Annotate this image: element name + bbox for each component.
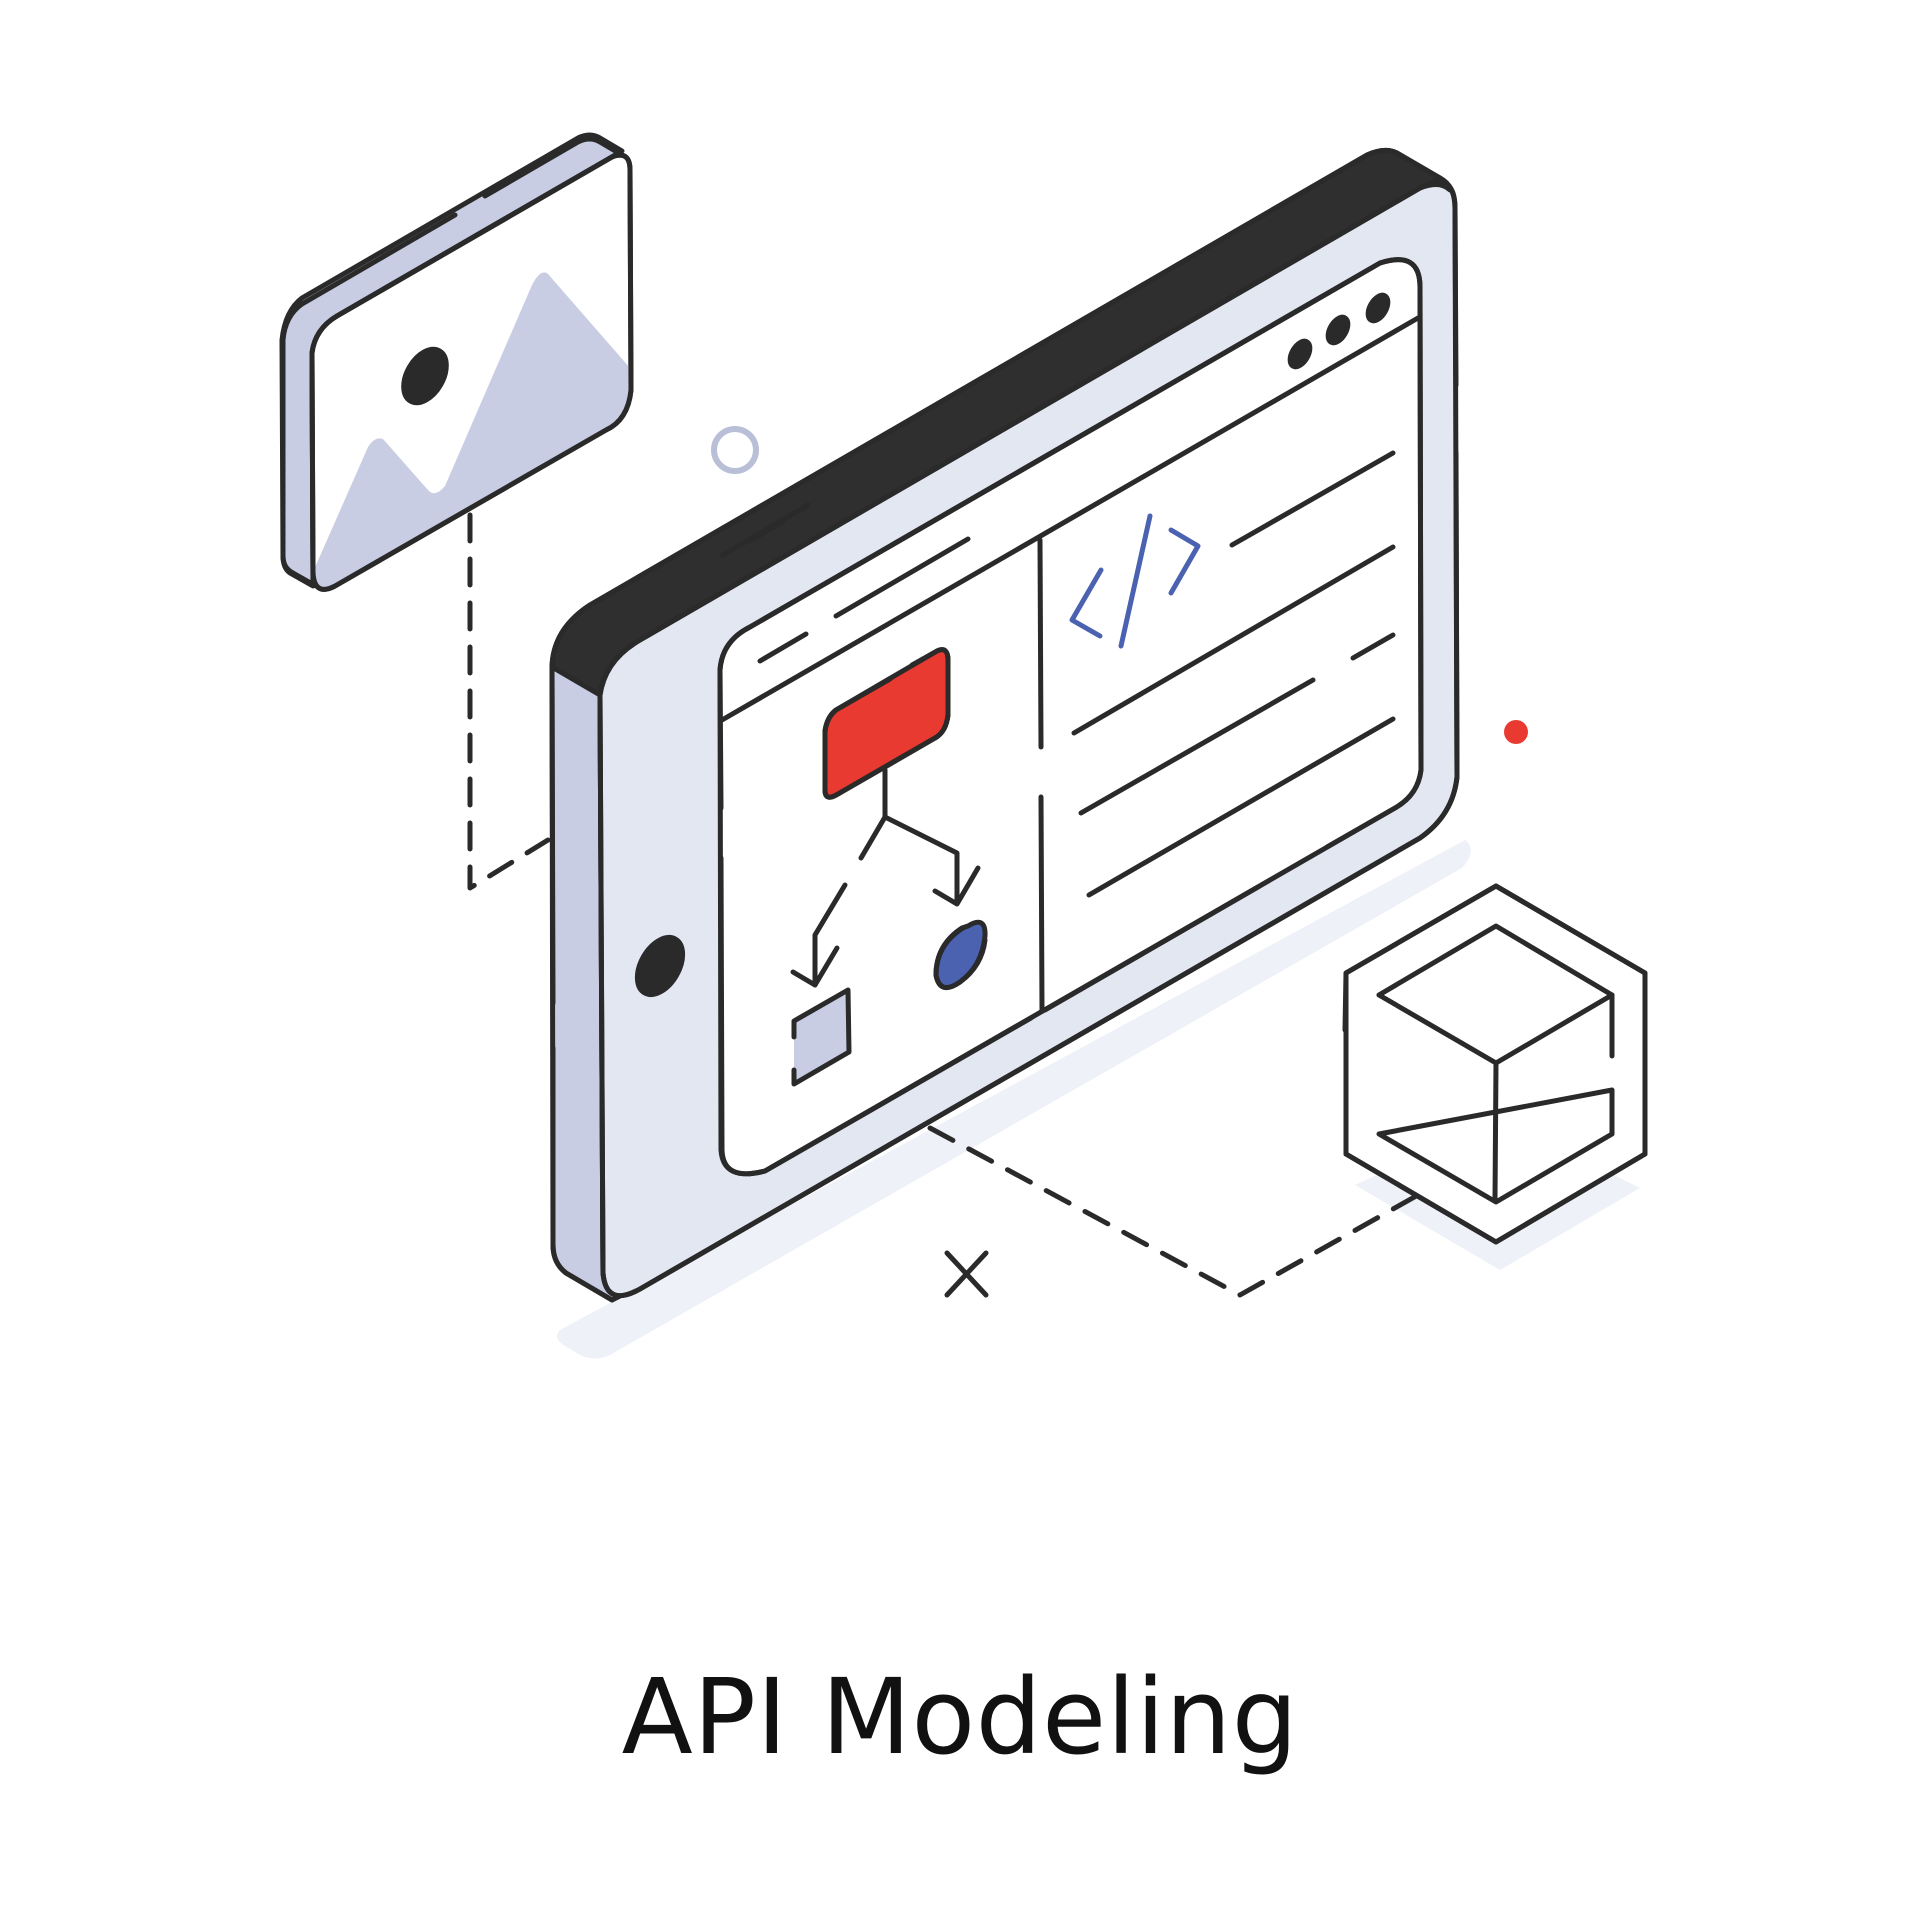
code-tag-icon [1069,513,1201,649]
caption-title: API Modeling [621,1656,1299,1778]
tablet-home-button [634,935,686,997]
ring-decoration [711,426,759,474]
window-control-dots [1287,292,1391,370]
code-panel [1069,450,1396,898]
cube-icon [1342,883,1648,1245]
code-lines [1071,450,1396,898]
panel-divider [1037,537,1045,1013]
image-icon [313,272,631,590]
flowchart-icon [790,647,988,1087]
close-x-icon [944,1250,989,1298]
browser-screen [717,257,1424,1177]
image-card [279,132,634,592]
red-dot-decoration [1504,720,1528,744]
